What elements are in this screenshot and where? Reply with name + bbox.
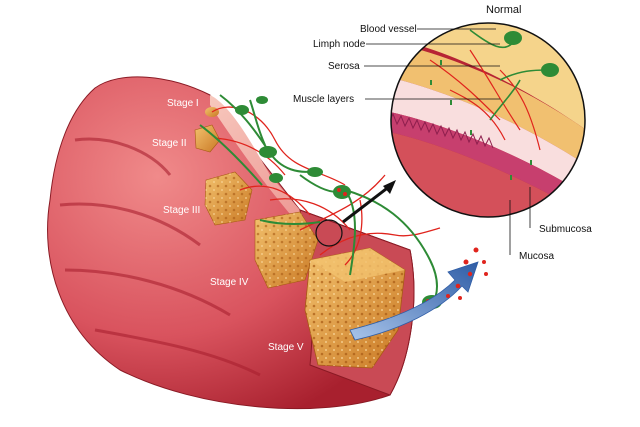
colon-fold (59, 202, 201, 247)
stage-label: Stage II (152, 138, 186, 149)
tumor-stage-5-top (310, 248, 405, 282)
muscle-layers-label: Muscle layers (293, 94, 354, 105)
mucosa-label: Mucosa (519, 251, 554, 262)
metastasis-arrow-icon (349, 247, 488, 341)
mucosa-villi (391, 111, 494, 149)
stage-label: Stage V (268, 342, 304, 353)
arrow-icon (342, 180, 396, 224)
stage-label: Stage I (167, 98, 199, 109)
zoom-target-circle (315, 219, 343, 247)
blood-vessel-label: Blood vessel (360, 24, 417, 35)
leader-lines (364, 28, 531, 255)
tumor-stage-3-texture (205, 172, 252, 225)
lymph-node-infected (333, 185, 351, 199)
normal-label: Normal (486, 4, 521, 16)
submucosa-label: Submucosa (539, 224, 592, 235)
lymph-node (269, 173, 283, 183)
stage-label: Stage III (163, 205, 200, 216)
serosa-layer (391, 23, 585, 140)
tumor-stage-4-texture (255, 212, 318, 288)
colon-fold (74, 137, 172, 176)
stage-label: Stage IV (210, 277, 249, 288)
blood-vessels (211, 106, 441, 266)
tumor-stage-2 (194, 124, 221, 153)
lymph-node (256, 96, 268, 104)
tumors (194, 107, 406, 369)
colon-fold (64, 268, 231, 317)
lymph-node (307, 167, 323, 177)
muscle-layer (391, 40, 585, 175)
lymph-node (259, 146, 277, 158)
colon-fold (94, 328, 261, 377)
limph-node-label: Limph node (313, 39, 366, 50)
tumor-stage-5-texture (305, 248, 405, 368)
lymph-node (235, 105, 249, 115)
mucosa-layer (391, 110, 585, 217)
magnified-wall-section (390, 22, 586, 218)
serosa-label: Serosa (328, 61, 360, 72)
